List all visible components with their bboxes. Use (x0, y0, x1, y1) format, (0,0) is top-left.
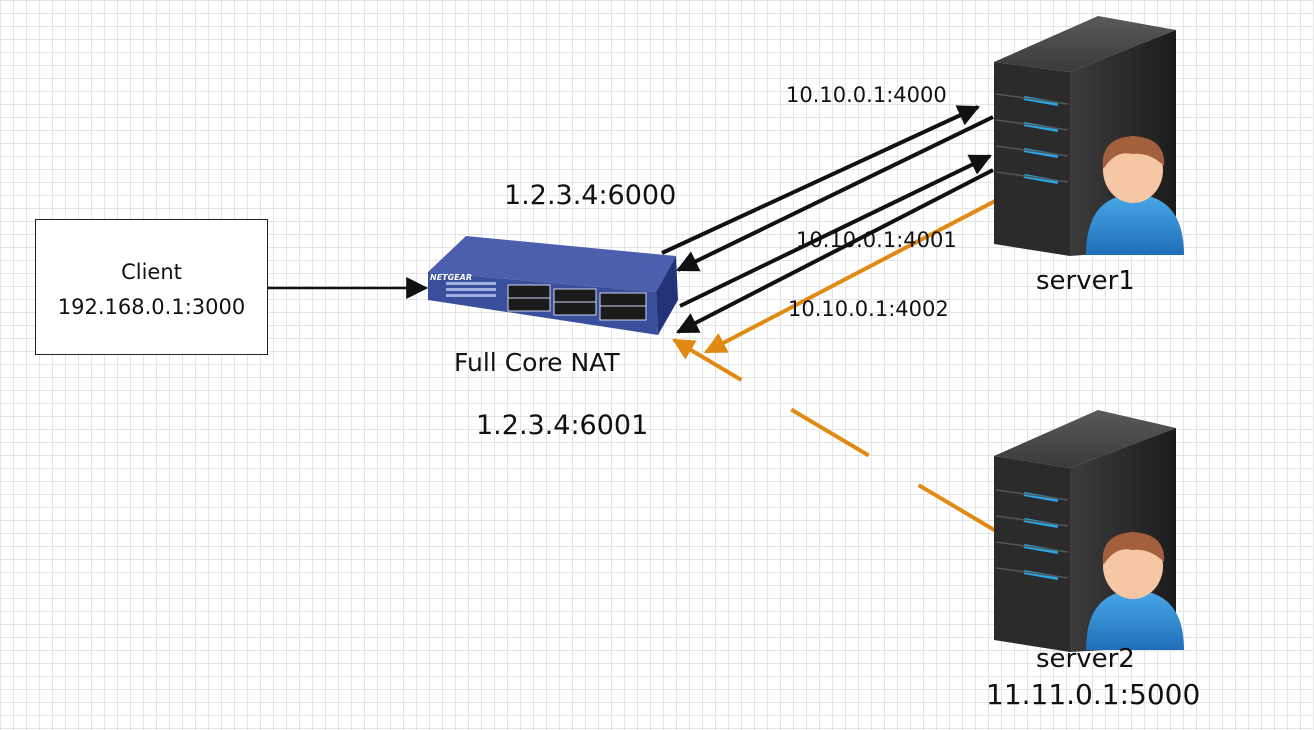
client-box: Client 192.168.0.1:3000 (35, 219, 268, 355)
server1-user-icon (1086, 136, 1184, 255)
client-address: 192.168.0.1:3000 (57, 295, 246, 319)
server2-address: 11.11.0.1:5000 (986, 678, 1201, 711)
server1-to-nat-orange-arrow (704, 186, 1021, 354)
client-name: Client (121, 260, 182, 284)
nat-switch-icon (428, 236, 678, 335)
server1-to-nat-return-arrow-2 (676, 168, 994, 334)
nat-public-port-a: 1.2.3.4:6000 (504, 180, 677, 211)
server2-user-icon (1086, 532, 1184, 650)
nat-to-server1-port4000-arrow (661, 105, 980, 255)
nat-public-port-b: 1.2.3.4:6001 (476, 410, 649, 441)
nat-to-server1-port4001-arrow (679, 154, 992, 308)
nat-label: Full Core NAT (454, 348, 620, 377)
nat-brand-label: NETGEAR (430, 273, 472, 282)
server2-to-nat-dashed-arrow (672, 338, 998, 533)
server1-port-4001-label: 10.10.0.1:4001 (796, 228, 957, 252)
server1-port-4000-label: 10.10.0.1:4000 (786, 83, 947, 107)
server1-name: server1 (1036, 266, 1135, 296)
server2-name: server2 (1036, 644, 1135, 674)
server1-to-nat-return-arrow-1 (676, 115, 994, 272)
server1-port-4002-label: 10.10.0.1:4002 (788, 297, 949, 321)
